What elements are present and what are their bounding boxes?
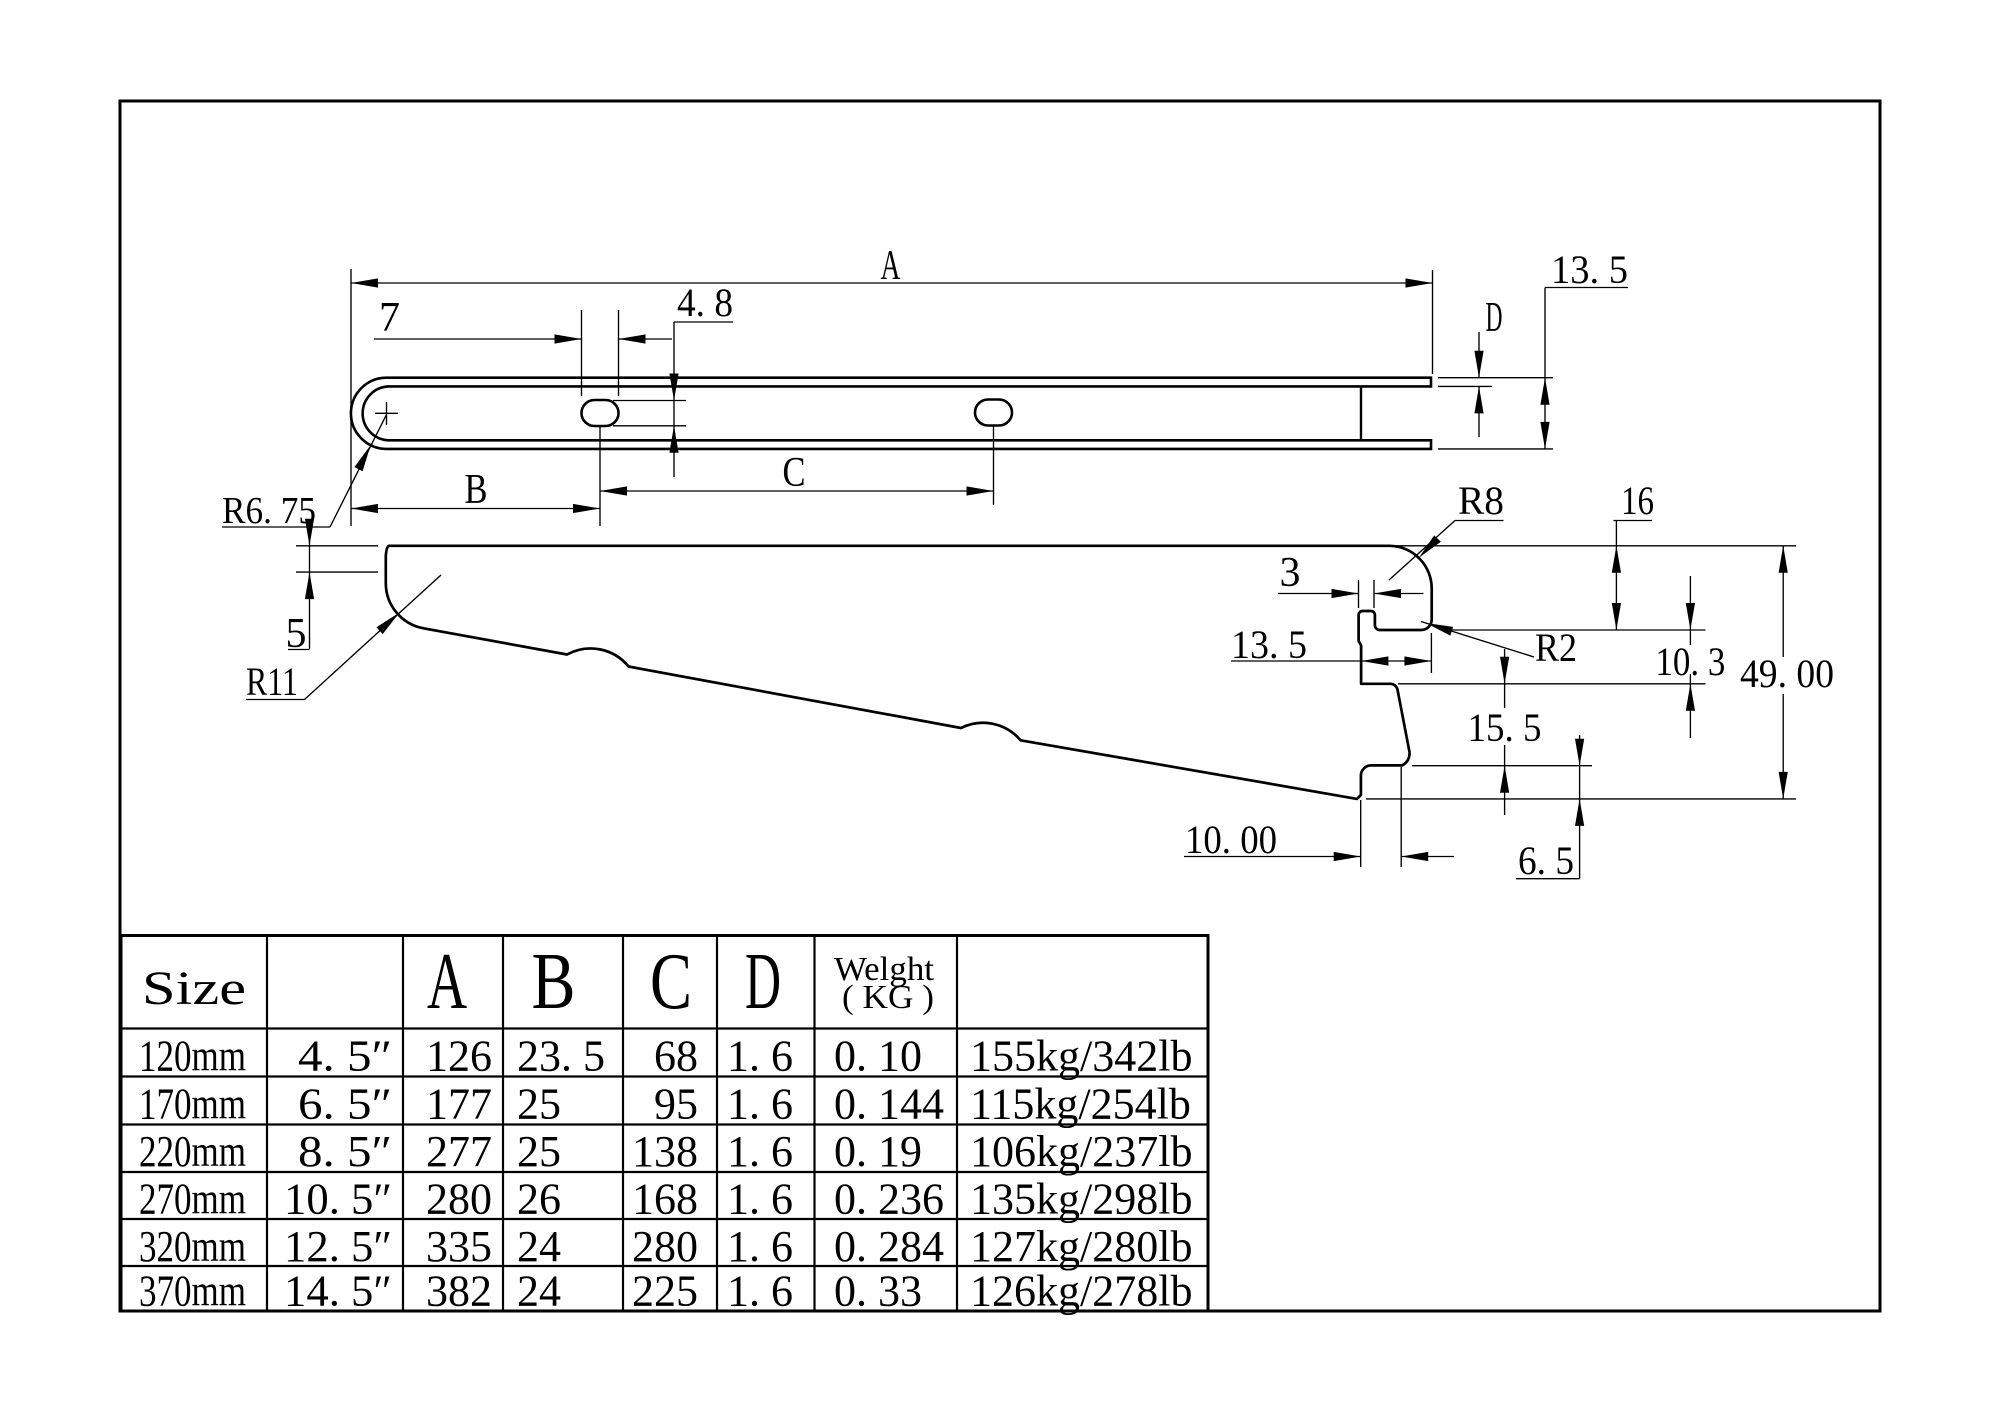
svg-text:95: 95 (654, 1080, 698, 1129)
svg-text:280: 280 (426, 1175, 492, 1224)
svg-text:12. 5″: 12. 5″ (284, 1222, 392, 1271)
svg-text:0. 10: 0. 10 (834, 1032, 922, 1081)
svg-text:10. 3: 10. 3 (1655, 639, 1725, 684)
svg-text:68: 68 (654, 1032, 698, 1081)
svg-text:A: A (427, 938, 467, 1026)
svg-text:115kg/254lb: 115kg/254lb (970, 1080, 1191, 1129)
svg-text:170mm: 170mm (139, 1080, 246, 1129)
svg-text:155kg/342lb: 155kg/342lb (970, 1032, 1192, 1081)
svg-text:A: A (881, 243, 901, 289)
svg-text:135kg/298lb: 135kg/298lb (970, 1175, 1192, 1224)
svg-text:4. 5″: 4. 5″ (298, 1032, 392, 1081)
svg-text:13. 5: 13. 5 (1551, 247, 1628, 292)
svg-text:126kg/278lb: 126kg/278lb (970, 1267, 1192, 1316)
svg-text:B: B (532, 938, 576, 1026)
svg-text:R6. 75: R6. 75 (222, 490, 316, 532)
svg-text:106kg/237lb: 106kg/237lb (970, 1127, 1192, 1176)
svg-text:370mm: 370mm (139, 1267, 246, 1316)
svg-text:0. 144: 0. 144 (834, 1080, 944, 1129)
svg-text:225: 225 (632, 1267, 698, 1316)
svg-text:25: 25 (517, 1080, 561, 1129)
svg-text:138: 138 (632, 1127, 698, 1176)
svg-text:1. 6: 1. 6 (727, 1267, 793, 1316)
svg-text:277: 277 (426, 1127, 492, 1176)
svg-text:0. 284: 0. 284 (834, 1222, 944, 1271)
svg-text:6. 5: 6. 5 (1518, 838, 1574, 883)
svg-text:7: 7 (379, 295, 400, 341)
svg-text:382: 382 (426, 1267, 492, 1316)
svg-text:( KG ): ( KG ) (842, 979, 934, 1016)
svg-text:320mm: 320mm (139, 1222, 246, 1271)
svg-text:1. 6: 1. 6 (727, 1080, 793, 1129)
svg-text:Welght: Welght (834, 951, 935, 988)
svg-text:1. 6: 1. 6 (727, 1032, 793, 1081)
svg-text:R8: R8 (1458, 478, 1504, 523)
svg-text:1. 6: 1. 6 (727, 1222, 793, 1271)
svg-text:25: 25 (517, 1127, 561, 1176)
svg-text:C: C (650, 938, 692, 1026)
svg-text:C: C (783, 450, 806, 496)
svg-text:3: 3 (1280, 550, 1301, 596)
svg-text:16: 16 (1621, 478, 1654, 523)
svg-text:Size: Size (142, 962, 246, 1015)
svg-text:6. 5″: 6. 5″ (298, 1080, 392, 1129)
svg-text:0. 33: 0. 33 (834, 1267, 922, 1316)
svg-text:26: 26 (517, 1175, 561, 1224)
svg-text:270mm: 270mm (139, 1175, 246, 1224)
svg-text:23. 5: 23. 5 (517, 1032, 605, 1081)
svg-text:B: B (465, 467, 488, 513)
svg-text:5: 5 (286, 611, 307, 657)
svg-text:0. 236: 0. 236 (834, 1175, 944, 1224)
svg-text:24: 24 (517, 1267, 561, 1316)
svg-text:10. 5″: 10. 5″ (284, 1175, 392, 1224)
svg-text:127kg/280lb: 127kg/280lb (970, 1222, 1192, 1271)
svg-text:R11: R11 (246, 659, 298, 704)
svg-text:24: 24 (517, 1222, 561, 1271)
svg-text:0. 19: 0. 19 (834, 1127, 922, 1176)
svg-text:1. 6: 1. 6 (727, 1127, 793, 1176)
svg-text:4. 8: 4. 8 (677, 280, 733, 325)
svg-text:R2: R2 (1535, 625, 1577, 670)
svg-text:280: 280 (632, 1222, 698, 1271)
svg-text:49. 00: 49. 00 (1740, 651, 1834, 696)
svg-text:168: 168 (632, 1175, 698, 1224)
svg-text:13. 5: 13. 5 (1231, 622, 1307, 667)
svg-text:10. 00: 10. 00 (1185, 817, 1277, 862)
svg-text:15. 5: 15. 5 (1468, 705, 1542, 750)
svg-text:126: 126 (426, 1032, 492, 1081)
svg-text:120mm: 120mm (139, 1032, 246, 1081)
svg-text:D: D (1486, 295, 1503, 341)
svg-text:220mm: 220mm (139, 1127, 246, 1176)
svg-text:1. 6: 1. 6 (727, 1175, 793, 1224)
svg-text:8. 5″: 8. 5″ (298, 1127, 392, 1176)
svg-text:D: D (745, 938, 781, 1026)
svg-text:335: 335 (426, 1222, 492, 1271)
svg-text:14. 5″: 14. 5″ (284, 1267, 392, 1316)
svg-text:177: 177 (426, 1080, 492, 1129)
